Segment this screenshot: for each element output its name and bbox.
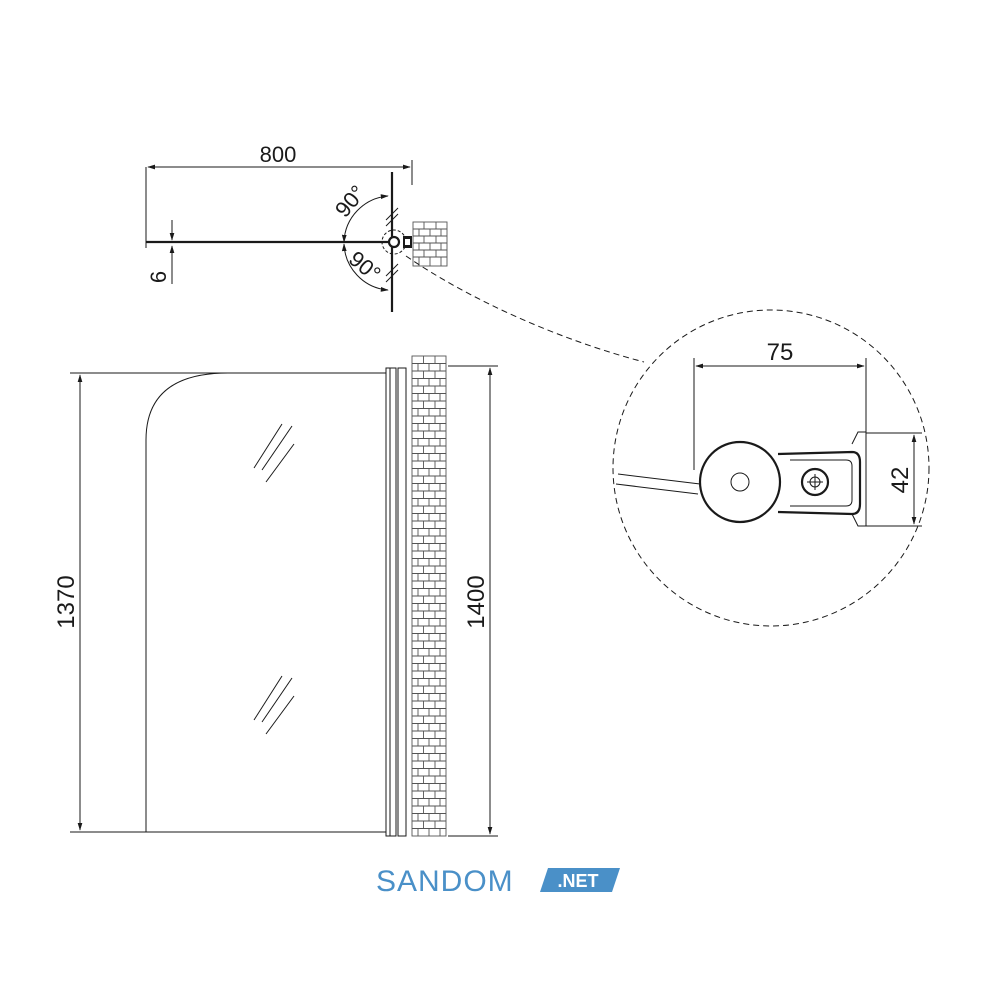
dimension-panel-height-right: 1400 bbox=[463, 575, 490, 628]
top-view: 800 6 90° 90° bbox=[145, 142, 645, 363]
dimension-panel-height-left: 1370 bbox=[53, 575, 80, 628]
logo-name: SANDOM bbox=[376, 865, 514, 898]
angle-lower: 90° bbox=[344, 246, 386, 287]
wall-top-view bbox=[412, 221, 448, 267]
logo-suffix: .NET bbox=[557, 871, 598, 891]
front-view: 1370 1400 bbox=[53, 355, 498, 837]
logo: SANDOM .NET bbox=[376, 865, 620, 898]
dimension-detail-width: 75 bbox=[767, 339, 794, 366]
wall-front-view bbox=[411, 355, 447, 837]
detail-view: 75 42 bbox=[612, 309, 930, 627]
logo-net-badge bbox=[540, 868, 620, 892]
dimension-detail-height: 42 bbox=[887, 467, 914, 494]
angle-upper: 90° bbox=[330, 180, 371, 222]
dimension-glass-thickness: 6 bbox=[146, 271, 171, 283]
dimension-top-width: 800 bbox=[260, 142, 297, 167]
